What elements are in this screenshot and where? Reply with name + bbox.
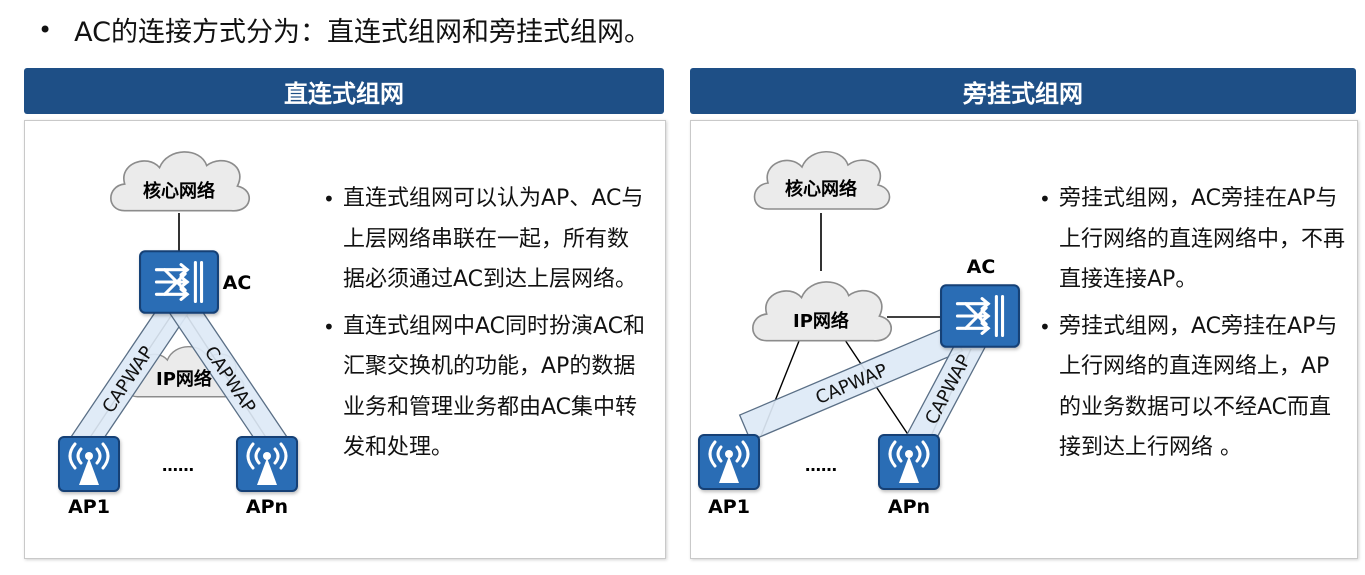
ip-cloud-label: IP网络 [156, 368, 212, 390]
direct-diagram: CAPWAP CAPWAP 核心网络 IP网络 AC AP1 APn …… [57, 151, 299, 518]
bypass-diagram: CAPWAP CAPWAP 核心网络 IP网络 AC AP1 APn …… [697, 150, 1021, 518]
ac-switch-icon [138, 249, 220, 315]
direct-note-2: 直连式组网中AC同时扮演AC和汇聚交换机的功能，AP的数据业务和管理业务都由AC… [319, 307, 649, 469]
bypass-panel: CAPWAP CAPWAP 核心网络 IP网络 AC AP1 APn …… 旁挂… [690, 120, 1358, 559]
headline-text: AC的连接方式分为：直连式组网和旁挂式组网。 [74, 17, 652, 48]
headline: • AC的连接方式分为：直连式组网和旁挂式组网。 [38, 10, 651, 49]
bullet-icon: • [38, 15, 53, 44]
direct-notes: 直连式组网可以认为AP、AC与上层网络串联在一起，所有数据必须通过AC到达上层网… [319, 179, 649, 469]
bypass-note-2: 旁挂式组网，AC旁挂在AP与上行网络的直连网络上，AP的业务数据可以不经AC而直… [1035, 307, 1347, 469]
bypass-banner: 旁挂式组网 [690, 68, 1356, 114]
direct-title: 直连式组网 [284, 79, 404, 108]
ip-cloud-label: IP网络 [793, 310, 849, 332]
apn-label: APn [888, 496, 930, 518]
direct-note-1: 直连式组网可以认为AP、AC与上层网络串联在一起，所有数据必须通过AC到达上层网… [319, 179, 649, 301]
ap1-icon [57, 435, 121, 493]
ac-switch-icon [939, 283, 1021, 349]
bypass-title: 旁挂式组网 [963, 79, 1083, 108]
apn-label: APn [246, 496, 288, 518]
ellipsis-label: …… [805, 456, 837, 475]
direct-banner: 直连式组网 [24, 68, 664, 114]
apn-icon [877, 433, 941, 491]
bypass-notes: 旁挂式组网，AC旁挂在AP与上行网络的直连网络中，不再直接连接AP。 旁挂式组网… [1035, 179, 1347, 469]
core-cloud-label: 核心网络 [143, 180, 215, 202]
core-cloud-label: 核心网络 [785, 178, 857, 200]
ac-label: AC [223, 272, 252, 294]
ap1-label: AP1 [708, 496, 750, 518]
ap1-icon [697, 433, 761, 491]
ac-label: AC [967, 256, 996, 278]
bypass-note-1: 旁挂式组网，AC旁挂在AP与上行网络的直连网络中，不再直接连接AP。 [1035, 179, 1347, 301]
apn-icon [235, 435, 299, 493]
ellipsis-label: …… [162, 456, 194, 475]
ap1-label: AP1 [68, 496, 110, 518]
direct-panel: CAPWAP CAPWAP 核心网络 IP网络 AC AP1 APn …… 直连… [24, 120, 666, 559]
